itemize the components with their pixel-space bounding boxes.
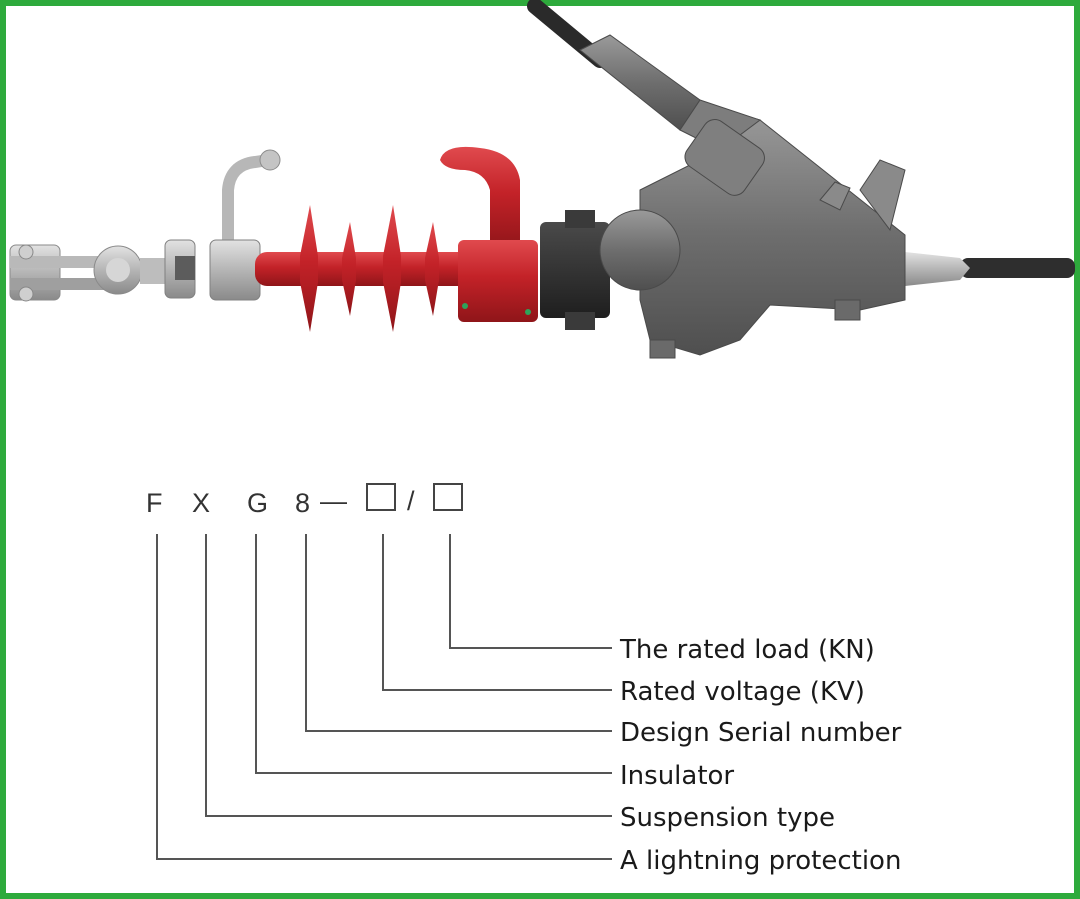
insulator-rod [255, 252, 485, 286]
leader-lines [156, 534, 612, 860]
label-insulator: Insulator [620, 761, 734, 791]
leader-rated-voltage [382, 534, 612, 691]
end-fitting-left [209, 239, 261, 301]
voltage-box [366, 483, 396, 511]
clevis-fitting [9, 239, 196, 302]
label-suspension: Suspension type [620, 803, 835, 833]
code-digit-8: 8 [295, 488, 310, 518]
horn-ball [259, 149, 281, 171]
leader-insulator [255, 534, 612, 774]
label-design-serial: Design Serial number [620, 718, 902, 748]
cable-end-sleeve [905, 252, 970, 286]
designation-code: F X G 8 — / [146, 483, 463, 518]
grey-housing [579, 34, 906, 359]
code-letter-g: G [247, 488, 268, 518]
black-clamp [540, 222, 610, 318]
leader-design-serial [305, 534, 612, 732]
insulator-illustration [9, 0, 1075, 359]
right-cable [960, 258, 1075, 278]
label-lightning: A lightning protection [620, 846, 901, 876]
grey-arcing-horn [222, 154, 274, 261]
label-rated-voltage: Rated voltage (KV) [620, 677, 865, 707]
code-dash: — [320, 486, 347, 516]
label-rated-load: The rated load (KN) [619, 635, 875, 665]
leader-rated-load [449, 534, 612, 649]
load-box [433, 483, 463, 511]
leader-suspension [205, 534, 612, 817]
insulator-sheds [300, 205, 439, 332]
code-slash: / [407, 486, 415, 516]
code-letter-f: F [146, 488, 163, 518]
red-end-fitting [458, 240, 538, 322]
code-labels: The rated load (KN) Rated voltage (KV) D… [619, 635, 902, 876]
code-letter-x: X [192, 488, 210, 518]
red-arcing-horn [440, 146, 520, 250]
leader-lightning [156, 534, 612, 860]
